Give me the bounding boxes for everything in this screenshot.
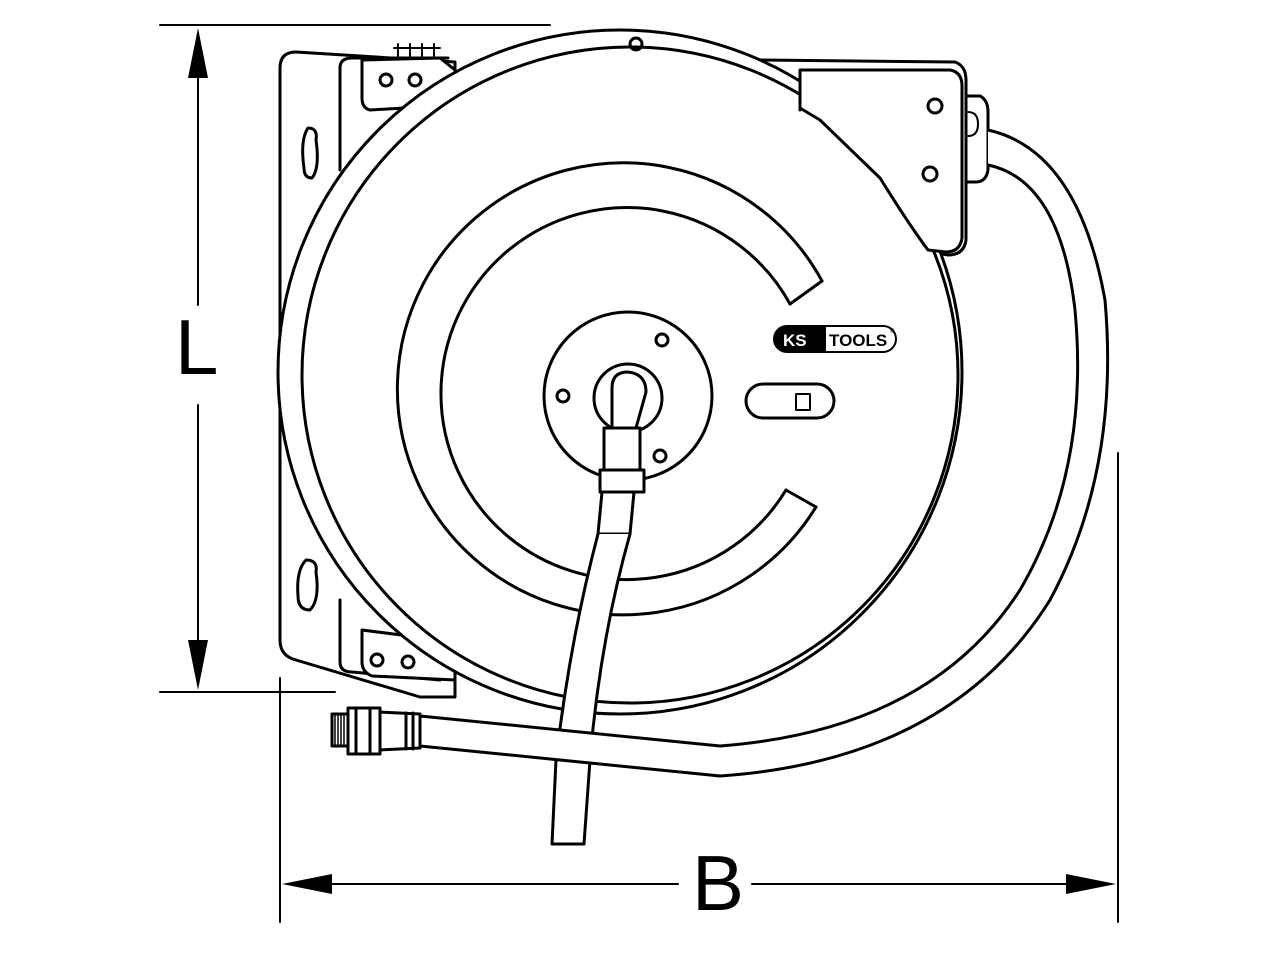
logo-ks-badge [774,326,826,352]
bolt-hole [400,654,416,670]
hub-screw [555,388,571,404]
drum-c-end-bottom [784,488,818,509]
mounting-plate-flange-top [338,56,450,172]
keyhole-slot-top-icon [301,126,319,180]
arrow-down-icon [188,640,208,690]
mounting-plate-flange-bottom [338,598,442,682]
ks-tools-logo: KS TOOLS ® [773,325,897,353]
drum-slot-latch [795,393,811,411]
housing-top-screw [628,36,644,52]
lead-in-hose-nut [598,468,646,494]
width-dimension [279,452,1119,923]
bolt-hole [407,72,423,88]
arrow-left-icon [282,874,332,894]
hose-outlet-roller [964,94,990,184]
drum-outer-c [395,161,824,617]
keyhole-slot-bottom-icon [296,558,319,612]
hose-guide-arm-front [798,68,964,254]
drum-inner-c [439,206,792,582]
arm-bolt-hole [921,165,939,183]
hub-swivel-elbow [610,370,648,430]
hub-screw [652,448,668,464]
arm-bolt-hole [926,97,944,115]
arrow-up-icon [188,28,208,78]
bracket-clip-tabs [393,43,441,57]
drum-c-end-top [788,279,824,306]
height-dimension-label: L [175,303,218,391]
arrow-right-icon [1066,874,1116,894]
thread-lines [334,713,345,747]
lead-in-hose-fitting [602,426,642,472]
logo-tools-text: TOOLS [829,331,887,350]
logo-registered-mark: ® [890,328,895,335]
bolt-hole [369,652,385,668]
hose-end-hex-nut [346,706,382,756]
bolt-hole [378,72,394,88]
width-dimension-label: B [692,839,744,927]
hose-outlet-detail [967,111,979,137]
height-dimension [159,24,551,693]
lead-in-hose [550,532,632,846]
hub-screw [654,332,670,348]
lead-in-hose-crimp [596,490,636,536]
logo-ks-text: KS [783,331,807,350]
output-hose [418,128,1110,778]
drum-slot [744,382,836,420]
